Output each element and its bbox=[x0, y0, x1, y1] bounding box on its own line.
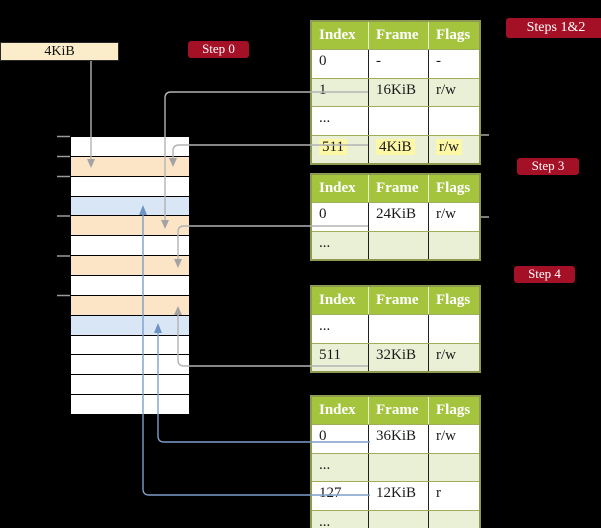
table-row-ellipsis: ... bbox=[312, 314, 479, 343]
memory-row-1-pagetable bbox=[71, 156, 189, 177]
memory-row-4-pagetable bbox=[71, 216, 189, 237]
cell-index: 0 bbox=[312, 50, 369, 78]
cell-index: 127 bbox=[312, 482, 369, 510]
page-table-steps-1-2: Index Frame Flags 0 - - 1 16KiB r/w ... … bbox=[310, 20, 481, 165]
cell-flags: r bbox=[436, 485, 441, 501]
cell-flags: r/w bbox=[436, 206, 456, 222]
table-header-row: Index Frame Flags bbox=[312, 397, 479, 424]
cell-frame: - bbox=[369, 50, 429, 78]
cell-index: ... bbox=[312, 315, 369, 343]
cell-flags: r/w bbox=[436, 81, 456, 98]
memory-row-0-free bbox=[71, 137, 189, 157]
memory-row-13-free bbox=[71, 395, 189, 415]
cell-frame: 24KiB bbox=[369, 203, 429, 231]
column-header-frame: Frame bbox=[369, 287, 429, 314]
cell-flags bbox=[429, 454, 479, 482]
highlight: 511 bbox=[319, 138, 347, 155]
column-header-flags: Flags bbox=[436, 180, 471, 196]
cell-frame bbox=[369, 107, 429, 135]
cell-flags bbox=[429, 511, 479, 528]
cell-frame: 36KiB bbox=[369, 425, 429, 453]
table-row: 1 16KiB r/w bbox=[312, 77, 479, 106]
cell-frame: 16KiB bbox=[369, 78, 429, 106]
highlight: r/w bbox=[436, 138, 462, 155]
physical-memory-column bbox=[70, 136, 190, 415]
badge-step-3: Step 3 bbox=[517, 158, 579, 175]
cell-flags bbox=[429, 315, 479, 343]
cell-frame: 4KiB bbox=[369, 135, 429, 163]
column-header-index: Index bbox=[312, 22, 369, 49]
column-header-index: Index bbox=[312, 175, 369, 202]
root-pointer-box: 4KiB bbox=[0, 42, 119, 61]
cell-flags: r/w bbox=[429, 136, 479, 164]
cell-index: ... bbox=[312, 107, 369, 135]
cell-index: 0 bbox=[312, 425, 369, 453]
cell-index: ... bbox=[312, 510, 369, 528]
memory-row-3-data bbox=[71, 196, 189, 217]
highlight: 4KiB bbox=[376, 138, 415, 155]
badge-steps-1-2: Steps 1&2 bbox=[506, 18, 601, 38]
cell-index: 511 bbox=[312, 343, 369, 371]
column-header-index: Index bbox=[312, 287, 369, 314]
table-row: 0 36KiB r/w bbox=[312, 424, 479, 453]
badge-step-0: Step 0 bbox=[188, 41, 249, 58]
table-header-row: Index Frame Flags bbox=[312, 22, 479, 49]
table-row: 511 32KiB r/w bbox=[312, 342, 479, 371]
memory-row-7-free bbox=[71, 276, 189, 296]
cell-index: 0 bbox=[312, 203, 369, 231]
table-row: 0 - - bbox=[312, 49, 479, 78]
cell-flags: r/w bbox=[436, 428, 456, 444]
column-header-index: Index bbox=[312, 397, 369, 424]
cell-index: ... bbox=[312, 231, 369, 259]
cell-flags: r/w bbox=[436, 346, 456, 363]
cell-frame bbox=[369, 510, 429, 528]
cell-frame: 32KiB bbox=[369, 343, 429, 371]
memory-row-5-free bbox=[71, 236, 189, 257]
column-header-flags: Flags bbox=[436, 292, 471, 308]
table-header-row: Index Frame Flags bbox=[312, 175, 479, 202]
memory-row-9-data bbox=[71, 315, 189, 336]
page-table-leaf: Index Frame Flags 0 36KiB r/w ... 127 12… bbox=[310, 395, 481, 528]
memory-row-8-pagetable bbox=[71, 295, 189, 316]
cell-flags bbox=[429, 232, 479, 260]
table-row-ellipsis: ... bbox=[312, 106, 479, 135]
column-header-flags: Flags bbox=[436, 402, 471, 418]
root-pointer-label: 4KiB bbox=[44, 44, 75, 59]
table-row-ellipsis: ... bbox=[312, 509, 479, 528]
column-header-frame: Frame bbox=[369, 22, 429, 49]
table-row: 0 24KiB r/w bbox=[312, 202, 479, 231]
cell-index: 1 bbox=[312, 78, 369, 106]
page-table-step-4: Index Frame Flags ... 511 32KiB r/w bbox=[310, 285, 481, 373]
column-header-flags: Flags bbox=[436, 27, 471, 43]
table-header-row: Index Frame Flags bbox=[312, 287, 479, 314]
cell-index: ... bbox=[312, 453, 369, 481]
cell-frame bbox=[369, 453, 429, 481]
table-row-highlighted: 511 4KiB r/w bbox=[312, 134, 479, 164]
cell-frame bbox=[369, 315, 429, 343]
memory-row-2-free bbox=[71, 176, 189, 197]
badge-step-4: Step 4 bbox=[514, 266, 575, 283]
cell-frame: 12KiB bbox=[369, 482, 429, 510]
memory-row-6-pagetable bbox=[71, 256, 189, 277]
cell-flags: - bbox=[436, 53, 441, 69]
memory-row-11-free bbox=[71, 355, 189, 376]
table-row-ellipsis: ... bbox=[312, 230, 479, 260]
table-row-ellipsis: ... bbox=[312, 452, 479, 482]
table-row: 127 12KiB r bbox=[312, 481, 479, 510]
column-header-frame: Frame bbox=[369, 397, 429, 424]
cell-index: 511 bbox=[312, 135, 369, 163]
column-header-frame: Frame bbox=[369, 175, 429, 202]
page-table-step-3: Index Frame Flags 0 24KiB r/w ... bbox=[310, 173, 481, 261]
memory-row-10-free bbox=[71, 335, 189, 356]
memory-address-ticks bbox=[57, 135, 70, 297]
cell-frame bbox=[369, 231, 429, 259]
cell-flags bbox=[429, 107, 479, 135]
memory-row-12-free bbox=[71, 375, 189, 396]
